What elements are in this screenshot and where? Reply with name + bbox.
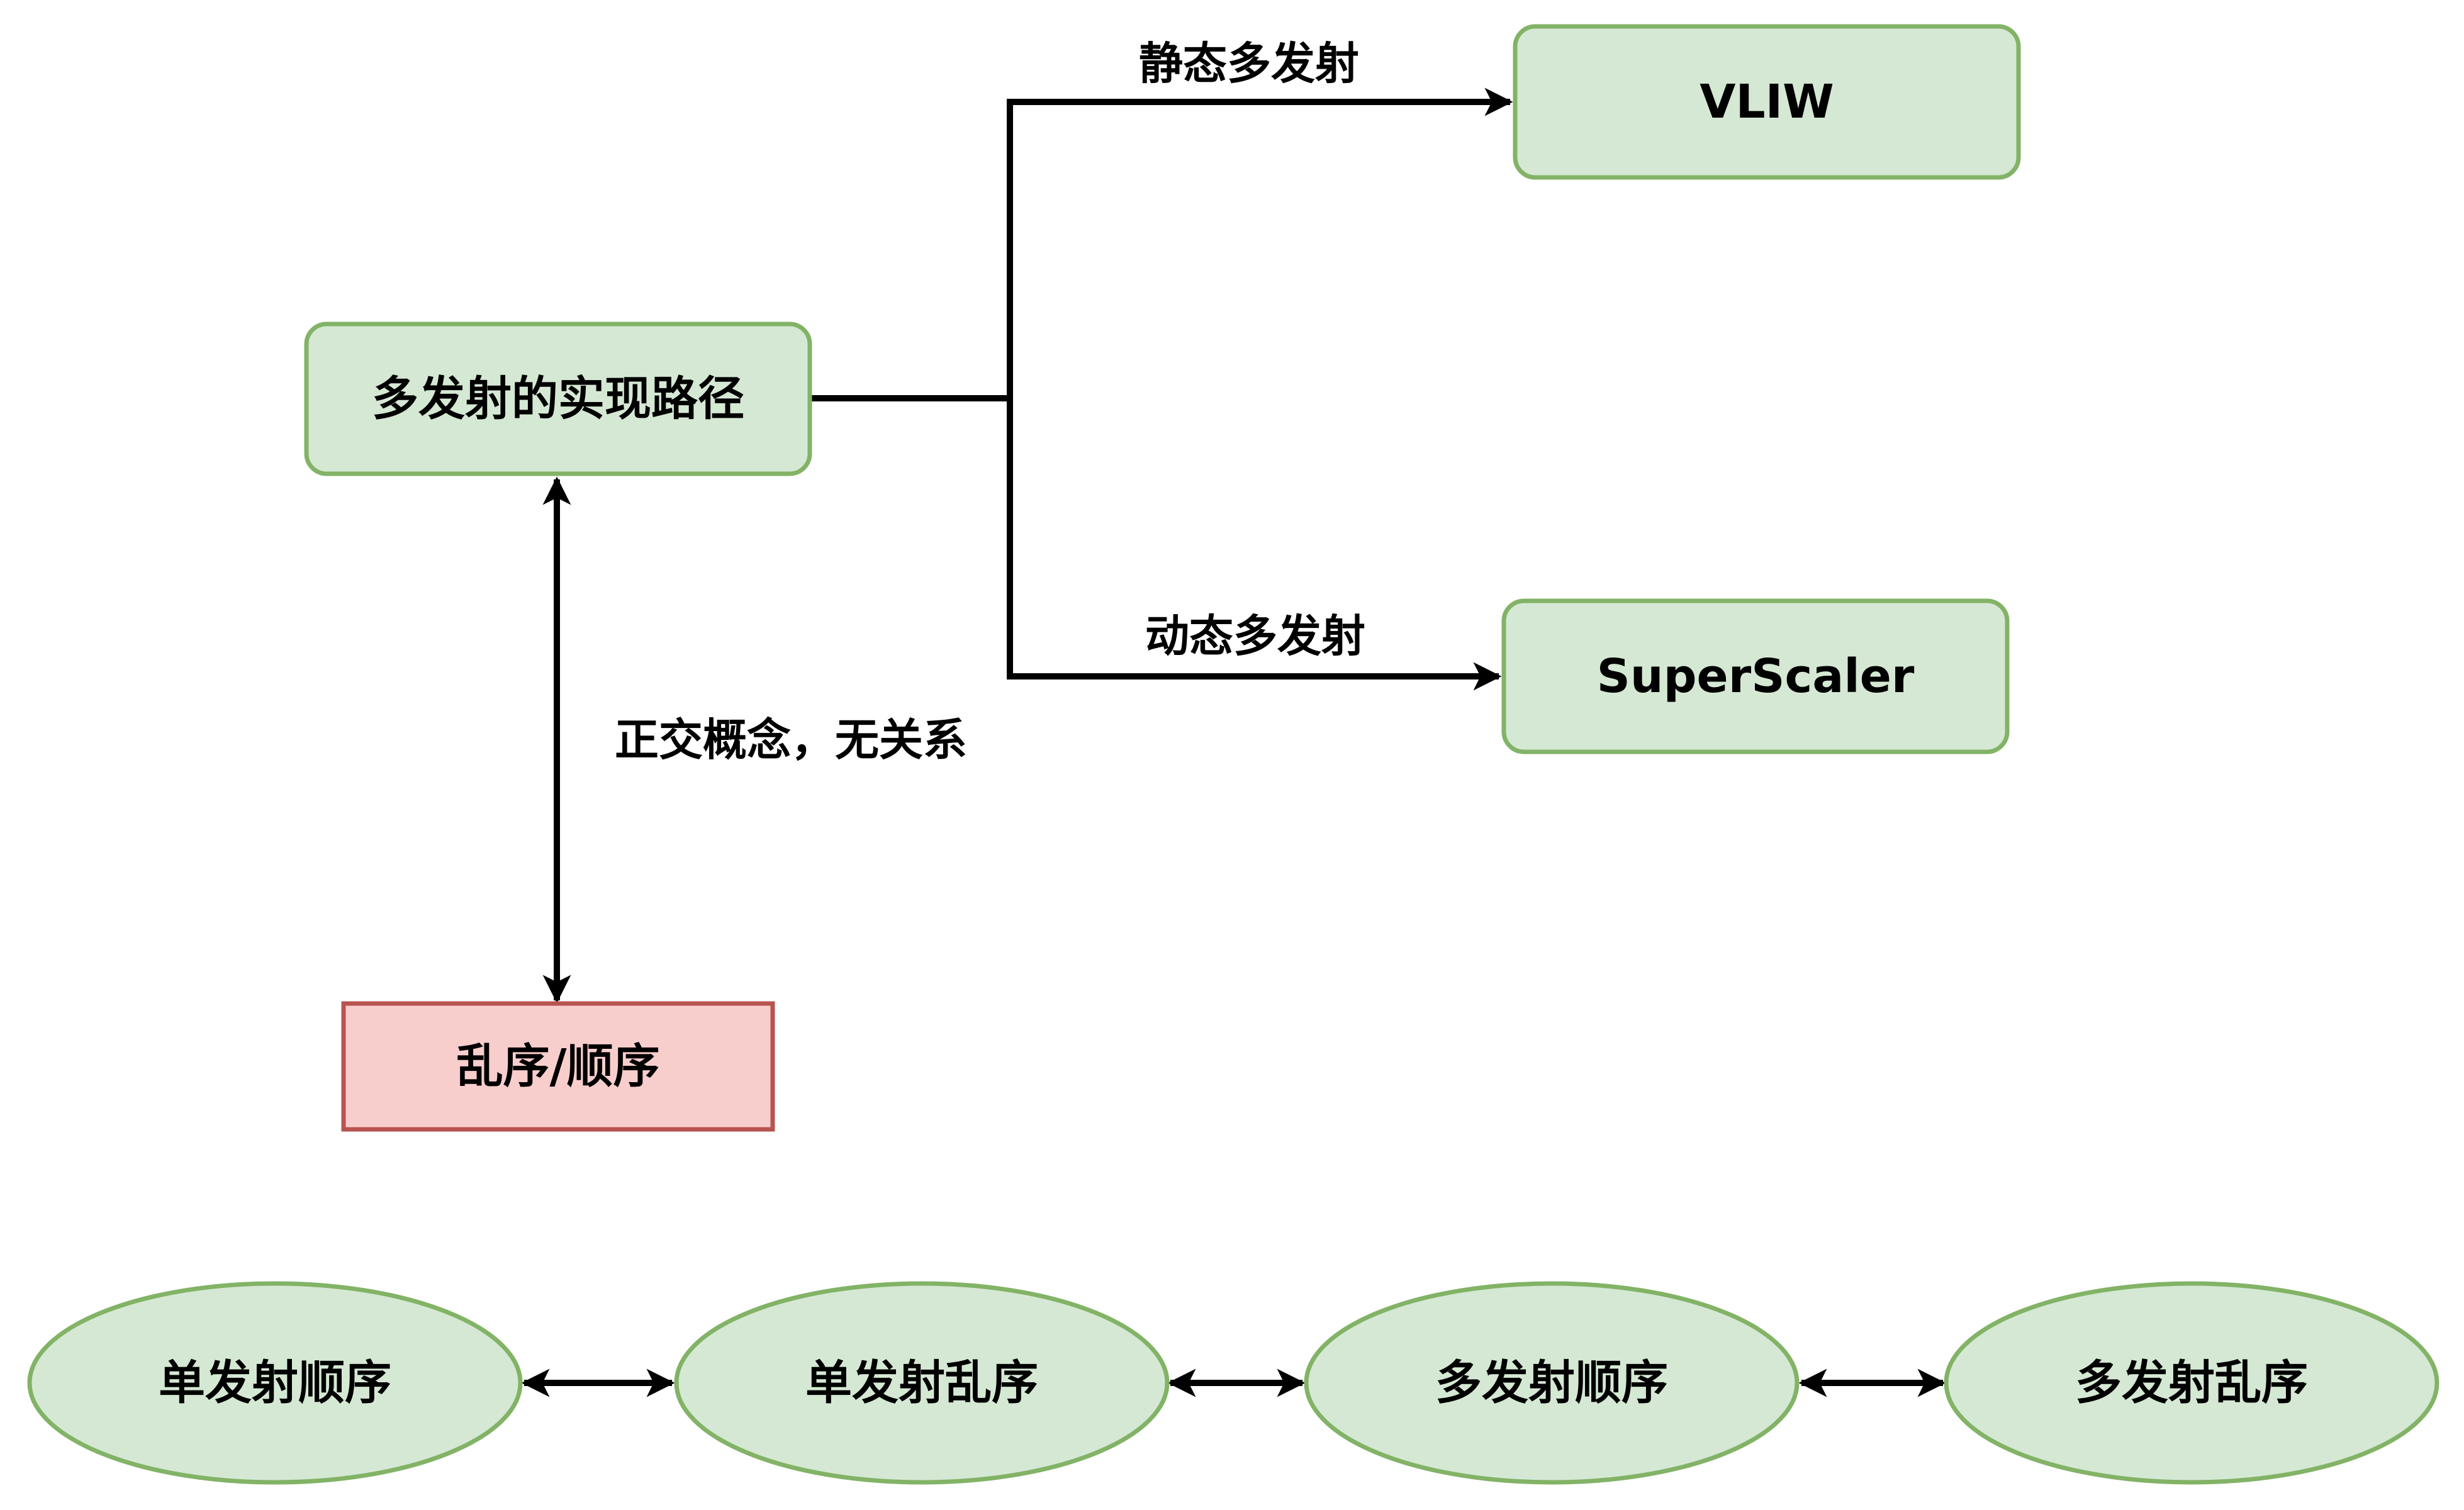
node-single-issue-in-order[interactable]: 单发射顺序 — [27, 1281, 523, 1485]
edge-labels: 静态多发射 动态多发射 正交概念，无关系 — [615, 38, 1365, 766]
node-vliw[interactable]: VLIW — [1513, 24, 2021, 180]
edge-label-dynamic-multi-issue: 动态多发射 — [1145, 610, 1365, 662]
edge-root-to-vliw — [810, 87, 1513, 401]
node-multi-issue-in-order[interactable]: 多发射顺序 — [1304, 1281, 1800, 1485]
node-multi-issue-out-of-order[interactable]: 多发射乱序 — [1944, 1281, 2439, 1485]
node-multi-issue-paths-label: 多发射的实现路径 — [372, 372, 744, 426]
node-multi-issue-out-of-order-label: 多发射乱序 — [2075, 1356, 2308, 1410]
node-out-of-order-in-order-label: 乱序/顺序 — [456, 1039, 659, 1093]
node-vliw-label: VLIW — [1700, 75, 1834, 129]
node-superscaler[interactable]: SuperScaler — [1501, 598, 2010, 754]
node-out-of-order-in-order[interactable]: 乱序/顺序 — [341, 1001, 775, 1132]
edge-label-static-multi-issue: 静态多发射 — [1139, 38, 1359, 89]
node-multi-issue-paths[interactable]: 多发射的实现路径 — [304, 322, 812, 476]
node-single-issue-in-order-label: 单发射顺序 — [159, 1356, 391, 1410]
node-single-issue-out-of-order[interactable]: 单发射乱序 — [674, 1281, 1170, 1485]
edges — [521, 87, 1946, 1397]
edge-root-to-superscaler — [1007, 398, 1502, 691]
node-single-issue-out-of-order-label: 单发射乱序 — [805, 1356, 1038, 1410]
edge-label-orthogonal-concept: 正交概念，无关系 — [615, 714, 967, 766]
node-superscaler-label: SuperScaler — [1597, 649, 1915, 703]
node-multi-issue-in-order-label: 多发射顺序 — [1435, 1356, 1668, 1410]
